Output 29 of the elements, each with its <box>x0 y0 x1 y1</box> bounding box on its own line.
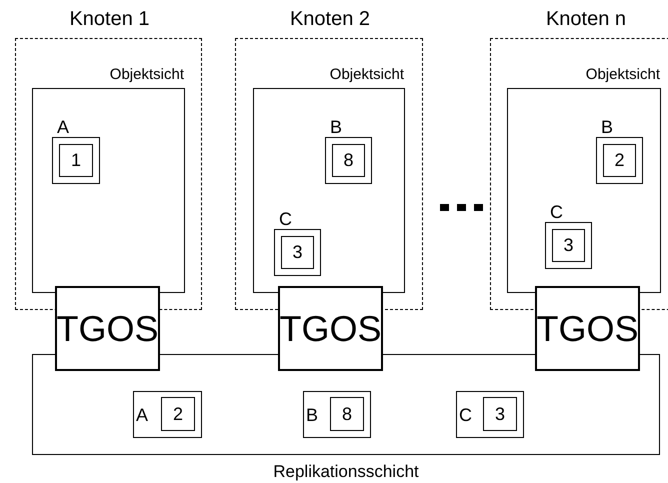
object-frame <box>303 391 371 438</box>
panel-heading: Objektsicht <box>330 67 404 82</box>
object-name: A <box>136 406 148 424</box>
value-box: 1 <box>59 144 93 177</box>
value-box: 8 <box>330 397 364 431</box>
object-name: A <box>57 118 70 136</box>
object-name: B <box>306 406 318 424</box>
value-box: 2 <box>603 144 636 177</box>
object-frame <box>456 391 524 438</box>
object-name: C <box>550 203 563 221</box>
panel-heading: Objektsicht <box>110 67 184 82</box>
object-frame <box>133 391 202 438</box>
object-name: B <box>330 118 342 136</box>
object-name: B <box>601 118 614 136</box>
value-box: 3 <box>552 229 585 262</box>
object-name: C <box>459 406 472 424</box>
tgos-box: TGOS <box>278 286 383 371</box>
layer-heading: Replikationsschicht <box>272 463 420 480</box>
tgos-box: TGOS <box>55 286 160 371</box>
value-box: 2 <box>161 397 195 431</box>
node-heading: Knoten n <box>544 9 628 29</box>
node-heading: Knoten 1 <box>68 9 151 29</box>
node-heading: Knoten 2 <box>288 9 372 29</box>
object-name: C <box>279 210 292 228</box>
tgos-box: TGOS <box>535 286 640 371</box>
value-box: 3 <box>281 236 314 269</box>
panel-heading: Objektsicht <box>586 67 660 82</box>
value-box: 8 <box>332 144 365 177</box>
value-box: 3 <box>483 397 517 431</box>
